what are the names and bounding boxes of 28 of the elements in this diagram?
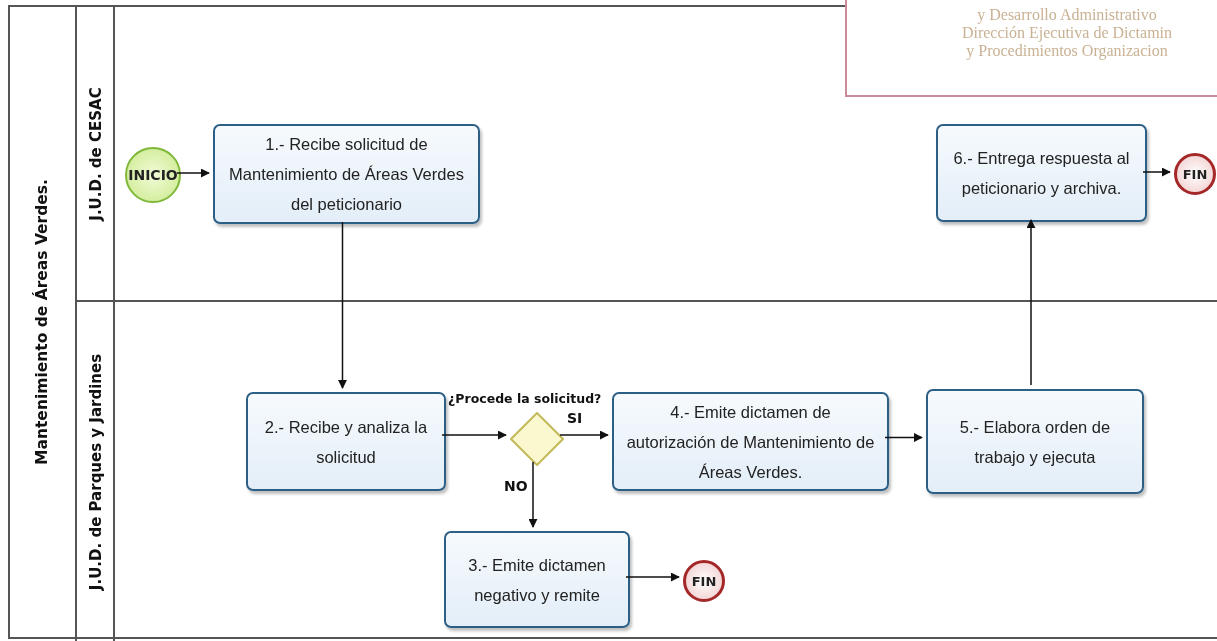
stamp-text: y Procedimientos Organizacion	[965, 42, 1169, 60]
process-box: 6.- Entrega respuesta al peticionario y archiva.	[936, 124, 1147, 222]
swimlane	[75, 300, 1217, 641]
stamp-text: Dirección Ejecutiva de Dictamin	[960, 24, 1174, 42]
arrow	[338, 221, 347, 389]
process-box: 1.- Recibe solicitud de Mantenimiento de Áreas Verdes del peticionario	[213, 124, 480, 224]
process-box: 3.- Emite dictamen negativo y remite	[444, 531, 630, 628]
end-event-circle: FIN	[1174, 153, 1216, 195]
arrow	[528, 461, 538, 528]
edge-label: NO	[502, 478, 530, 494]
end-event-circle: FIN	[683, 560, 725, 602]
pool-band	[8, 5, 1217, 639]
arrow	[884, 433, 923, 442]
arrow	[176, 168, 210, 178]
process-box: 2.- Recibe y analiza la solicitud	[246, 392, 446, 491]
stamp-text: y Desarrollo Administrativo	[976, 6, 1158, 24]
process-box: 4.- Emite dictamen de autorización de Mantenimiento de Áreas Verdes.	[612, 392, 889, 491]
decision-label: ¿Procede la solicitud?	[448, 391, 602, 406]
arrow	[559, 430, 609, 440]
arrow	[625, 572, 680, 582]
start-event-circle: INICIO	[125, 147, 181, 203]
lane-title: J.U.D. de Parques y Jardines	[86, 353, 105, 590]
pool-title: Mantenimiento de Áreas Verdes.	[32, 179, 51, 465]
arrow	[1026, 219, 1036, 386]
process-box: 5.- Elabora orden de trabajo y ejecuta	[926, 389, 1144, 494]
arrow	[1142, 167, 1171, 177]
arrow	[441, 430, 507, 440]
lane-title: J.U.D. de CESAC	[86, 86, 105, 221]
